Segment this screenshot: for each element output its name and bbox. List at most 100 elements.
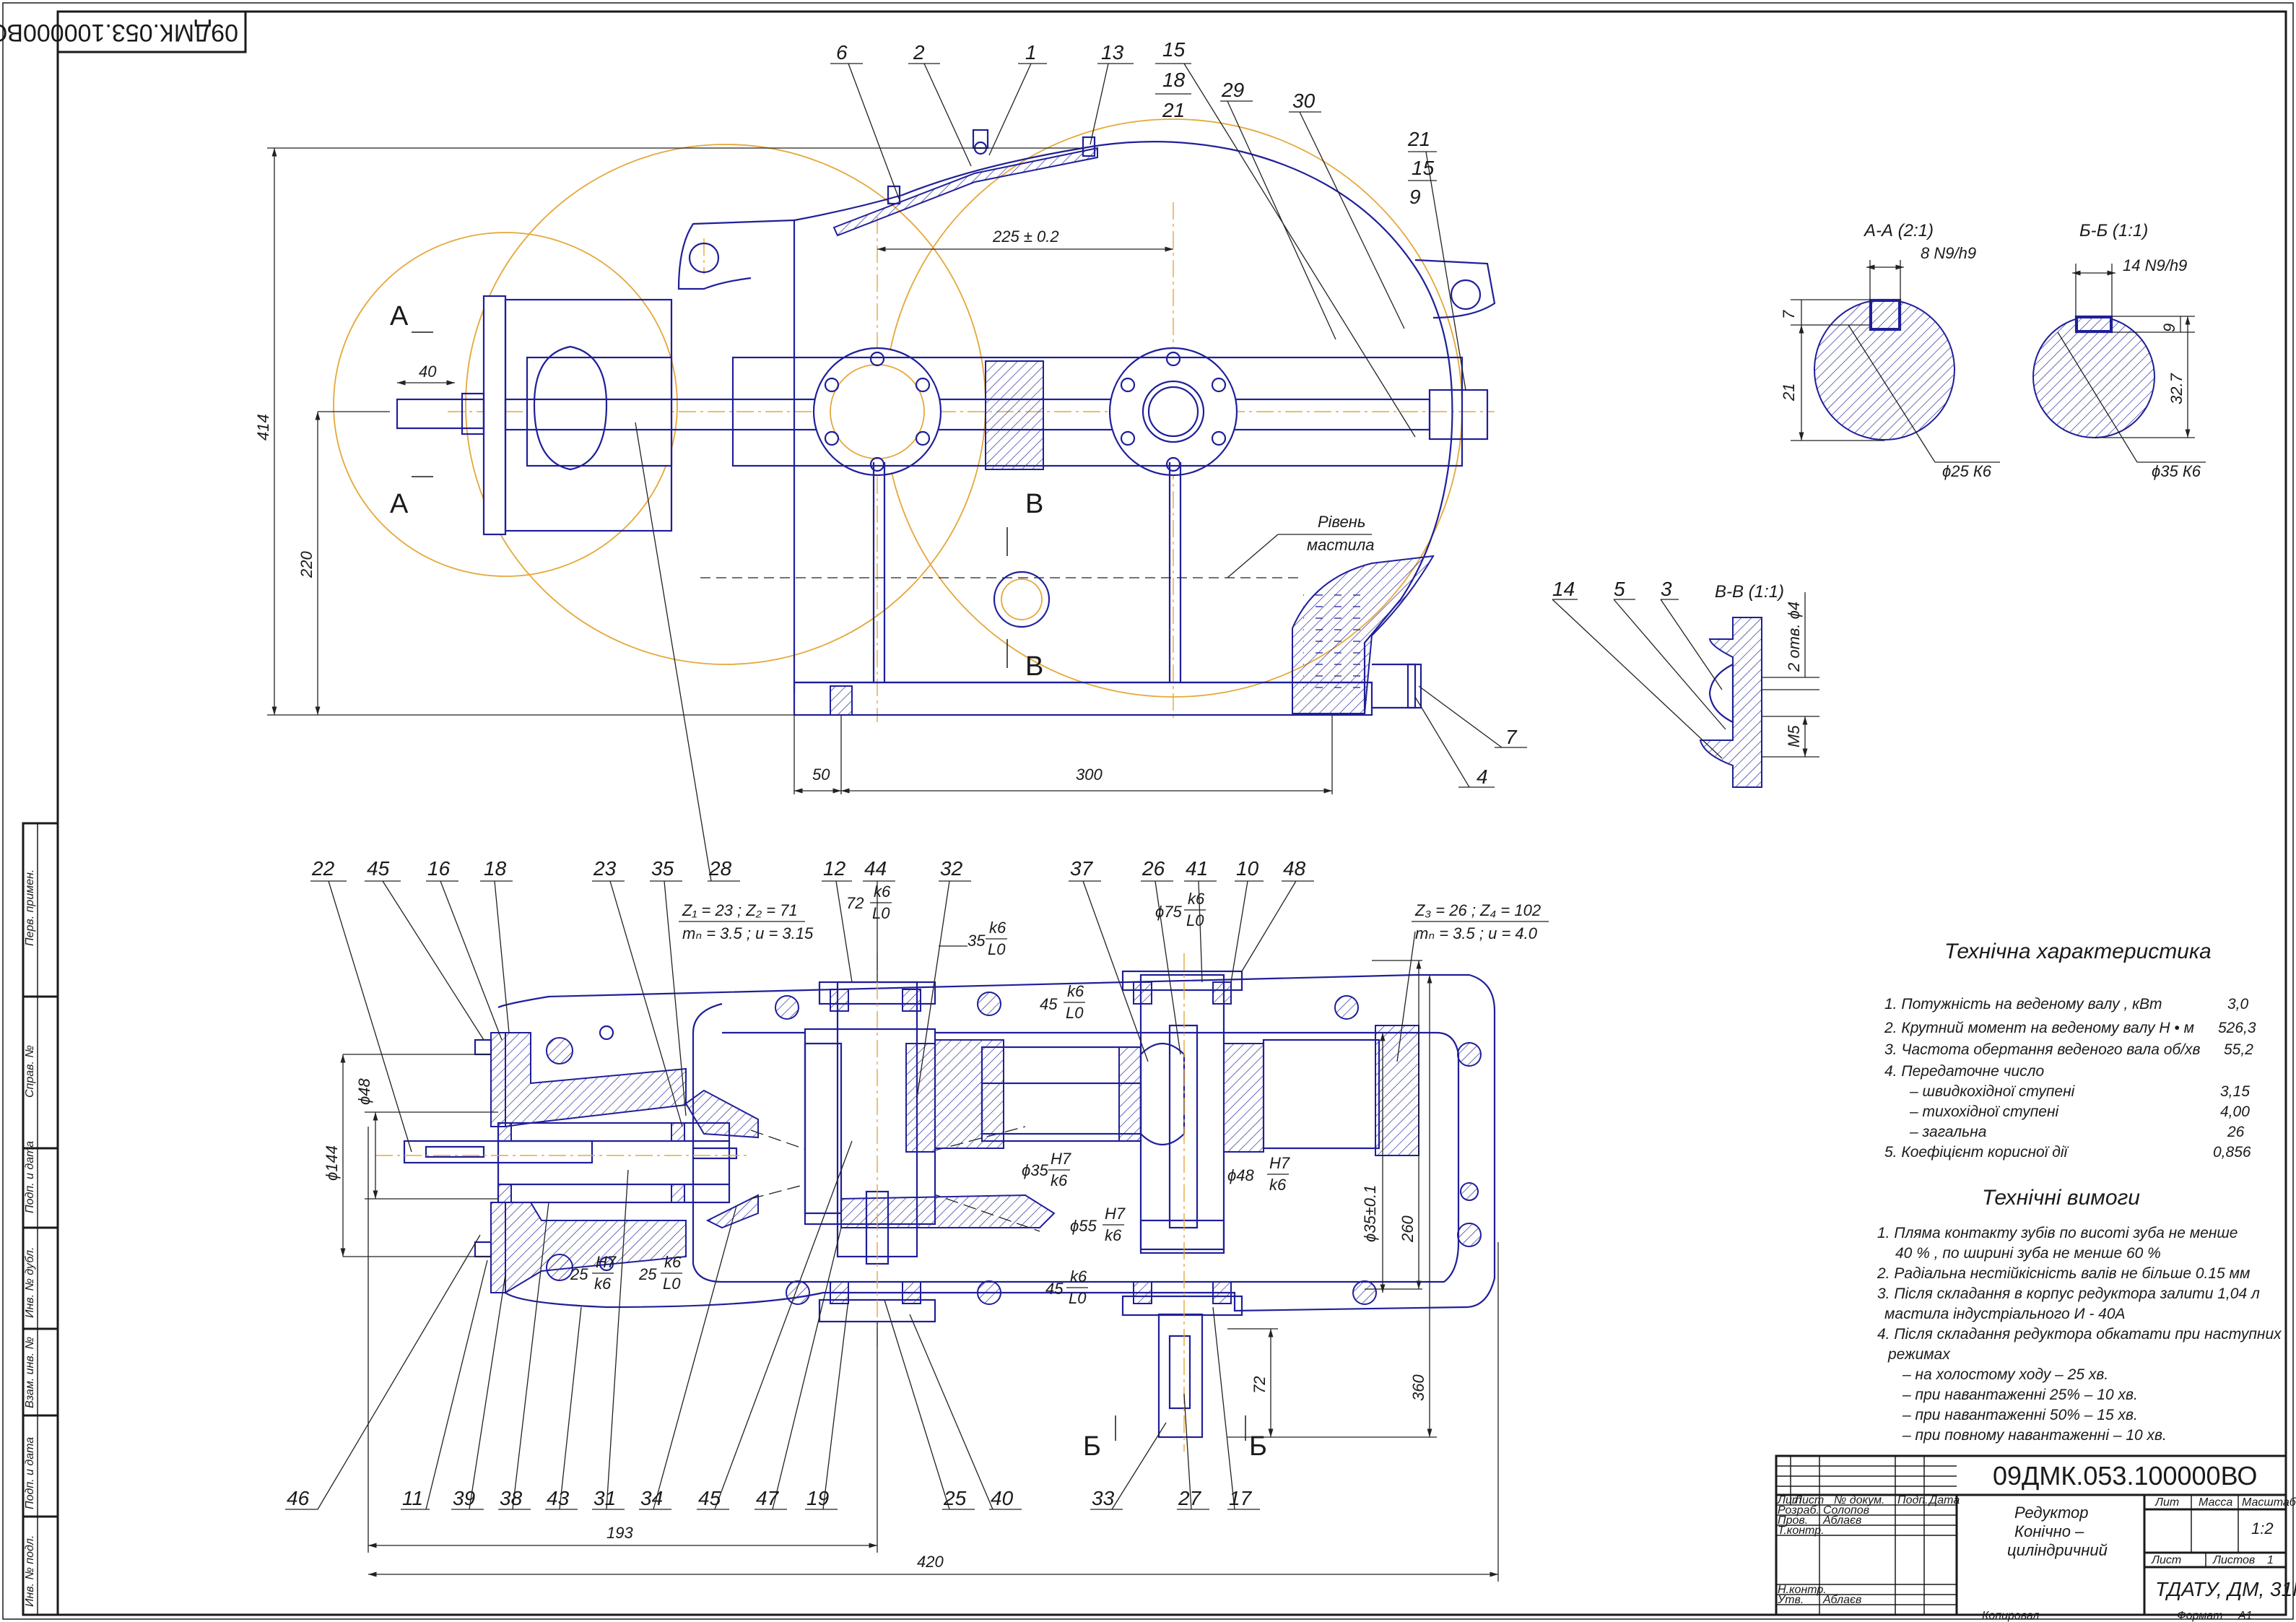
title-block-col-doc: № докум. <box>1834 1494 1884 1506</box>
title-block-name-chk: Аблаєв <box>1822 1514 1861 1527</box>
fit-45a-k6: k6 <box>1067 982 1084 1000</box>
stamp-podp-1: Подп. и дата <box>24 1141 36 1213</box>
fit-25a-num: 25 <box>570 1265 588 1283</box>
tech-req-line-6: режимах <box>1887 1346 1951 1363</box>
tech-req-line-3: 3. Після складання в корпус редуктора за… <box>1877 1285 2260 1302</box>
section-mark-b-left: Б <box>1083 1431 1101 1462</box>
pos-32: 32 <box>940 857 963 880</box>
tech-char-row-0-label: 1. Потужність на веденому валу , кВт <box>1884 996 2162 1012</box>
pos-26: 26 <box>1142 857 1165 880</box>
pos-18: 18 <box>1162 69 1186 91</box>
tech-char-title: Технічна характеристика <box>1944 940 2212 963</box>
title-block-role-chk: Пров. <box>1778 1514 1808 1527</box>
fit-phi48-h7: H7 <box>1269 1154 1290 1172</box>
title-block-grid <box>1776 1456 1957 1615</box>
title-block-h-lit: Лит <box>2154 1496 2179 1509</box>
fit-phi35-k6: k6 <box>1051 1171 1068 1189</box>
pos-31: 31 <box>593 1487 616 1509</box>
section-mark-a-top: А <box>390 301 409 331</box>
pos-3: 3 <box>1661 578 1672 600</box>
pos-44: 44 <box>864 857 887 880</box>
section-bb: Б-Б (1:1) 14 N9/h9 9 32.7 ϕ35 К6 <box>2032 221 2206 480</box>
section-mark-v-top: В <box>1025 489 1043 519</box>
aa-dia: ϕ25 К6 <box>1942 462 1992 480</box>
pos-18b: 18 <box>484 857 507 880</box>
dim-phi35-01: ϕ35±0.1 <box>1361 1185 1379 1242</box>
title-block-format-val: А1 <box>2238 1610 2253 1622</box>
fit-25a-h7: H7 <box>596 1253 617 1271</box>
fit-35-l0: L0 <box>988 940 1006 958</box>
pos-27: 27 <box>1178 1487 1202 1509</box>
pos-45: 45 <box>367 857 390 880</box>
tech-req-title: Технічні вимоги <box>1982 1186 2140 1210</box>
pos-7: 7 <box>1505 726 1518 748</box>
fit-35-num: 35 <box>967 932 986 950</box>
pos-45b: 45 <box>698 1487 721 1509</box>
tech-req-line-7: – на холостому ходу – 25 хв. <box>1902 1366 2108 1383</box>
gear1-params-2: mₙ = 3.5 ; u = 3.15 <box>682 924 814 942</box>
section-vv: В-В (1:1) 2 отв. ϕ4 M5 14 5 3 <box>1552 578 1819 788</box>
title-block-col-list: Лист <box>1793 1494 1824 1506</box>
fit-45a-l0: L0 <box>1066 1004 1084 1022</box>
pos-40: 40 <box>991 1487 1014 1509</box>
front-view-dimensions: 414 220 40 225 ± 0.2 50 300 А А В В Ріве… <box>254 147 1375 794</box>
pos-17: 17 <box>1229 1487 1253 1509</box>
oil-level-line2: мастила <box>1307 536 1375 554</box>
tech-char-row-2-label: 3. Частота обертання веденого вала об/хв <box>1884 1041 2201 1058</box>
section-aa: А-А (2:1) 8 N9/h9 7 21 ϕ25 К6 <box>1780 221 2000 480</box>
pos-43: 43 <box>547 1487 570 1509</box>
fit-phi48-k6: k6 <box>1269 1176 1287 1194</box>
pos-21b: 21 <box>1407 128 1430 150</box>
pos-41: 41 <box>1186 857 1208 880</box>
oil-level-line1: Рівень <box>1318 513 1365 531</box>
plan-view <box>375 953 1496 1452</box>
pos-22: 22 <box>311 857 335 880</box>
tech-char-row-3-label: 4. Передаточне число <box>1884 1063 2044 1080</box>
bb-9: 9 <box>2160 324 2178 332</box>
fit-phi48-num: ϕ48 <box>1227 1166 1254 1184</box>
plan-view-callouts-top: 22 45 16 18 23 35 28 12 44 32 37 26 41 1… <box>310 422 1314 1153</box>
pos-30: 30 <box>1292 90 1316 112</box>
dim-220: 220 <box>297 551 316 578</box>
pos-15b: 15 <box>1412 157 1435 179</box>
fit-45b-l0: L0 <box>1069 1289 1087 1307</box>
tech-char-row-6-value: 26 <box>2227 1124 2245 1140</box>
tech-characteristics: Технічна характеристика 1. Потужність на… <box>1884 940 2256 1161</box>
tech-char-row-2-value: 55,2 <box>2224 1041 2253 1058</box>
title-block-scale: 1:2 <box>2251 1519 2274 1538</box>
tech-req-line-4: мастила індустріального И - 40А <box>1884 1306 2126 1322</box>
tech-req-line-2: 2. Радіальна нестійкісність валів не біл… <box>1877 1265 2250 1282</box>
bb-key: 14 N9/h9 <box>2123 256 2187 274</box>
dim-360: 360 <box>1409 1374 1427 1401</box>
dim-phi48: ϕ48 <box>355 1078 373 1105</box>
title-block-org: ТДАТУ, ДМ, 31МБ <box>2155 1578 2296 1600</box>
title-block-col-sign: Подп. <box>1897 1494 1928 1506</box>
gear2-params-2: mₙ = 3.5 ; u = 4.0 <box>1415 924 1538 942</box>
pos-25: 25 <box>943 1487 967 1509</box>
section-mark-b-right: Б <box>1249 1431 1267 1462</box>
title-block-sheet: Лист <box>2151 1554 2181 1566</box>
section-bb-title: Б-Б (1:1) <box>2079 221 2148 240</box>
title-block-col-date: Дата <box>1928 1494 1960 1506</box>
top-code-box: 09ДМК.053.100000ВО <box>0 10 247 53</box>
tech-char-row-0-value: 3,0 <box>2227 996 2249 1012</box>
fit-72-l0: L0 <box>872 904 890 922</box>
dim-260: 260 <box>1399 1215 1417 1243</box>
fit-25a-k6: k6 <box>594 1275 612 1293</box>
pos-37: 37 <box>1070 857 1094 880</box>
vv-thread: M5 <box>1785 725 1803 747</box>
title-block-name-2: Конічно – <box>2014 1522 2084 1540</box>
tech-char-row-5-label: – тихохідної ступені <box>1909 1103 2059 1120</box>
pos-38: 38 <box>500 1487 523 1509</box>
pos-14: 14 <box>1552 578 1575 600</box>
fit-72-k6: k6 <box>874 882 891 901</box>
title-block-h-mass: Масса <box>2199 1496 2232 1509</box>
pos-10: 10 <box>1236 857 1259 880</box>
pos-39: 39 <box>453 1487 475 1509</box>
pos-9: 9 <box>1409 186 1421 208</box>
fit-45b-k6: k6 <box>1070 1267 1087 1285</box>
bb-32: 32.7 <box>2167 373 2186 404</box>
pos-6: 6 <box>836 41 848 64</box>
section-mark-v-bottom: В <box>1025 651 1043 682</box>
